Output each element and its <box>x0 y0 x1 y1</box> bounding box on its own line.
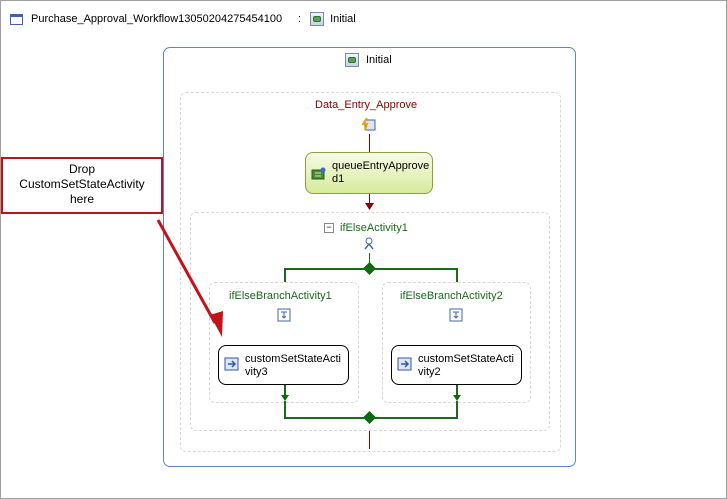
callout-line-1: Drop <box>68 162 95 176</box>
state-title: Initial <box>345 52 392 68</box>
state-icon <box>310 12 325 26</box>
branch-2-icon <box>449 308 463 322</box>
state-title-label[interactable]: Initial <box>366 54 392 66</box>
connector <box>456 385 458 398</box>
if-else-activity[interactable] <box>190 212 550 431</box>
connector <box>456 401 458 418</box>
callout-arrow <box>156 219 223 337</box>
activity-3-label: customSetStateActivity3 <box>245 353 341 378</box>
arrow-down-icon <box>453 395 461 401</box>
activity-2-label: customSetStateActivity2 <box>418 353 514 378</box>
queue-activity-label: queueEntryApproved1 <box>332 160 430 185</box>
connector <box>284 385 286 398</box>
branch-2-title[interactable]: ifElseBranchActivity2 <box>400 290 503 302</box>
workflow-icon <box>10 13 23 25</box>
callout-line-3: here <box>69 192 95 206</box>
header-state: : Initial <box>298 11 356 27</box>
branch-1-title[interactable]: ifElseBranchActivity1 <box>229 290 332 302</box>
connector <box>284 401 286 418</box>
state-initial[interactable] <box>163 47 576 467</box>
custom-set-state-activity-3[interactable]: customSetStateActivity3 <box>218 345 349 385</box>
merge-diamond-icon <box>363 411 376 424</box>
event-driven-title[interactable]: Data_Entry_Approve <box>315 99 418 111</box>
event-driven-activity[interactable] <box>180 92 561 452</box>
if-else-title[interactable]: ifElseActivity1 <box>340 222 408 234</box>
state-icon <box>345 53 359 67</box>
header-separator: : <box>298 13 302 25</box>
collapse-icon[interactable]: − <box>324 223 334 233</box>
arrow-down-icon <box>281 395 289 401</box>
queue-icon <box>311 167 326 180</box>
arrow-down-icon <box>365 203 374 210</box>
branch-1-icon <box>277 308 291 322</box>
if-else-icon <box>364 237 374 250</box>
workflow-header: Purchase_Approval_Workflow13050204275454… <box>10 11 282 27</box>
connector <box>369 134 370 152</box>
custom-set-state-activity-2[interactable]: customSetStateActivity2 <box>391 345 522 385</box>
set-state-icon <box>397 357 412 371</box>
queue-entry-approved-activity[interactable]: queueEntryApproved1 <box>305 152 433 194</box>
connector <box>369 194 370 206</box>
header-state-name[interactable]: Initial <box>330 13 356 25</box>
set-state-icon <box>224 357 239 371</box>
connector <box>369 431 370 449</box>
if-else-header: − ifElseActivity1 <box>324 220 408 236</box>
drop-hint-callout: Drop CustomSetStateActivity here <box>1 157 163 214</box>
callout-line-2: CustomSetStateActivity <box>19 177 145 191</box>
connector <box>456 268 458 282</box>
connector <box>369 253 370 263</box>
workflow-name[interactable]: Purchase_Approval_Workflow13050204275454… <box>31 13 283 25</box>
connector <box>284 268 286 282</box>
branch-split-line <box>284 268 457 270</box>
event-driven-icon <box>362 117 376 131</box>
